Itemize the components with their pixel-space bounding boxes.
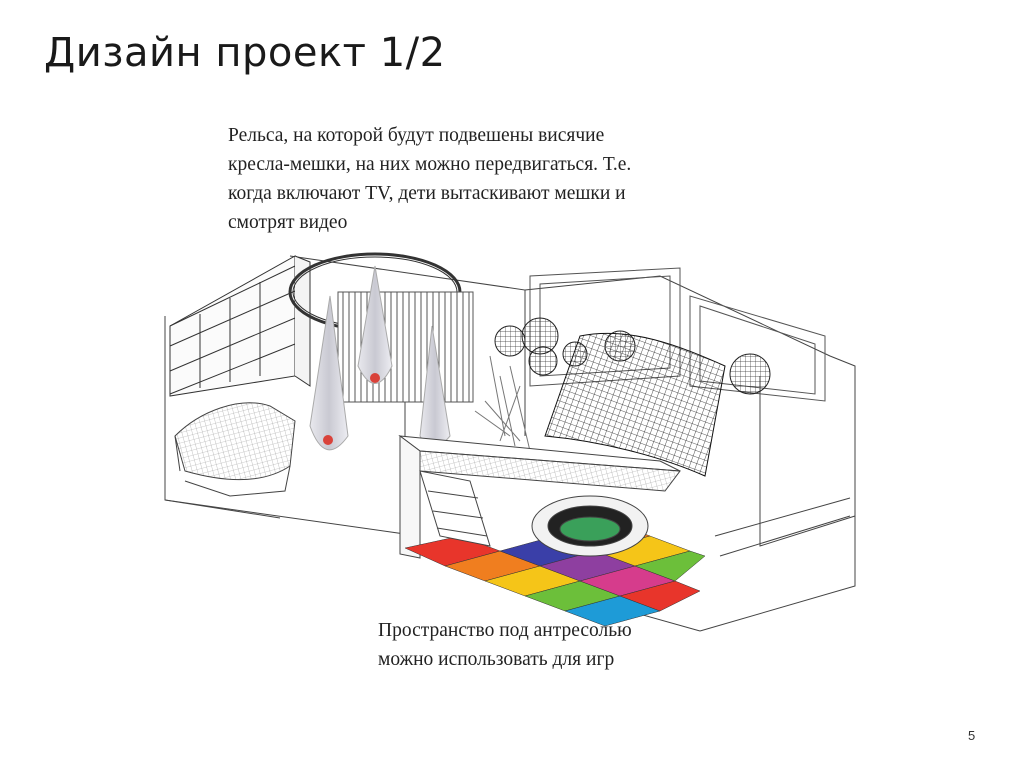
shelving-unit bbox=[169, 255, 311, 397]
caption-mezzanine-description: Пространство под антресолью можно исполь… bbox=[378, 616, 718, 674]
caption-line: Пространство под антресолью bbox=[378, 620, 632, 641]
mezzanine bbox=[398, 435, 681, 559]
hanging-bag-chairs bbox=[309, 265, 451, 451]
caption-line: когда включают TV, дети вытаскивают мешк… bbox=[228, 183, 626, 204]
room-design-illustration bbox=[164, 252, 856, 632]
branch-sculpture bbox=[474, 355, 531, 452]
slide-title: Дизайн проект 1/2 bbox=[44, 30, 446, 76]
page-number: 5 bbox=[968, 728, 976, 743]
caption-line: можно использовать для игр bbox=[378, 649, 615, 670]
caption-line: кресла-мешки, на них можно передвигаться… bbox=[228, 154, 632, 175]
floor-tile bbox=[619, 580, 701, 612]
oval-play-opening bbox=[531, 495, 649, 557]
stairs bbox=[419, 470, 491, 547]
caption-line: смотрят видео bbox=[228, 212, 348, 233]
slat-panel bbox=[337, 291, 474, 403]
caption-rail-description: Рельса, на которой будут подвешены висяч… bbox=[228, 121, 748, 237]
floor-tile bbox=[634, 550, 706, 582]
mesh-canopy bbox=[544, 332, 726, 477]
caption-line: Рельса, на которой будут подвешены висяч… bbox=[228, 125, 605, 146]
mesh-sofa bbox=[174, 402, 296, 497]
